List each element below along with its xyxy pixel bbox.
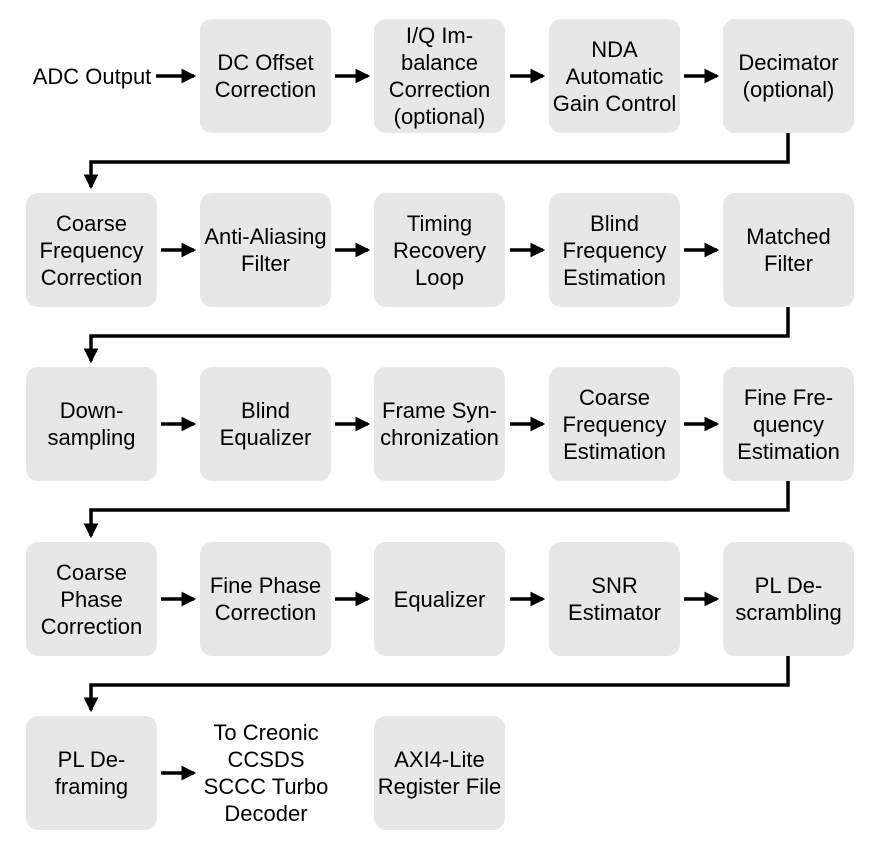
node-fine-frequency-estimation: Fine Fre- quency Estimation xyxy=(723,367,854,481)
node-adc-output: ADC Output xyxy=(32,63,152,89)
connector-decimator-to-coarse-freq-correction xyxy=(83,133,790,190)
node-decimator: Decimator (optional) xyxy=(723,19,854,133)
node-equalizer: Equalizer xyxy=(374,542,505,656)
connector-fine-freq-est-to-coarse-phase-corr xyxy=(83,481,790,539)
connector-pl-descrambling-to-pl-deframing xyxy=(83,656,790,713)
node-blind-equalizer: Blind Equalizer xyxy=(200,367,331,481)
node-anti-aliasing-filter: Anti-Aliasing Filter xyxy=(200,193,331,307)
node-pl-deframing: PL De- framing xyxy=(26,716,157,830)
node-coarse-frequency-estimation: Coarse Frequency Estimation xyxy=(549,367,680,481)
node-to-creonic-decoder-label: To Creonic CCSDS SCCC Turbo Decoder xyxy=(203,720,329,826)
node-fine-phase-correction: Fine Phase Correction xyxy=(200,542,331,656)
node-frame-synchronization: Frame Syn- chronization xyxy=(374,367,505,481)
connector-matched-filter-to-downsampling xyxy=(83,307,790,364)
node-snr-estimator: SNR Estimator xyxy=(549,542,680,656)
node-dc-offset-correction: DC Offset Correction xyxy=(200,19,331,133)
node-coarse-phase-correction: Coarse Phase Correction xyxy=(26,542,157,656)
node-nda-automatic-gain-control: NDA Automatic Gain Control xyxy=(549,19,680,133)
node-blind-frequency-estimation: Blind Frequency Estimation xyxy=(549,193,680,307)
node-iq-imbalance-correction: I/Q Im- balance Correction (optional) xyxy=(374,19,505,133)
node-pl-descrambling: PL De- scrambling xyxy=(723,542,854,656)
node-coarse-frequency-correction: Coarse Frequency Correction xyxy=(26,193,157,307)
node-axi4-lite-register-file: AXI4-Lite Register File xyxy=(374,716,505,830)
node-downsampling: Down- sampling xyxy=(26,367,157,481)
node-timing-recovery-loop: Timing Recovery Loop xyxy=(374,193,505,307)
node-matched-filter: Matched Filter xyxy=(723,193,854,307)
